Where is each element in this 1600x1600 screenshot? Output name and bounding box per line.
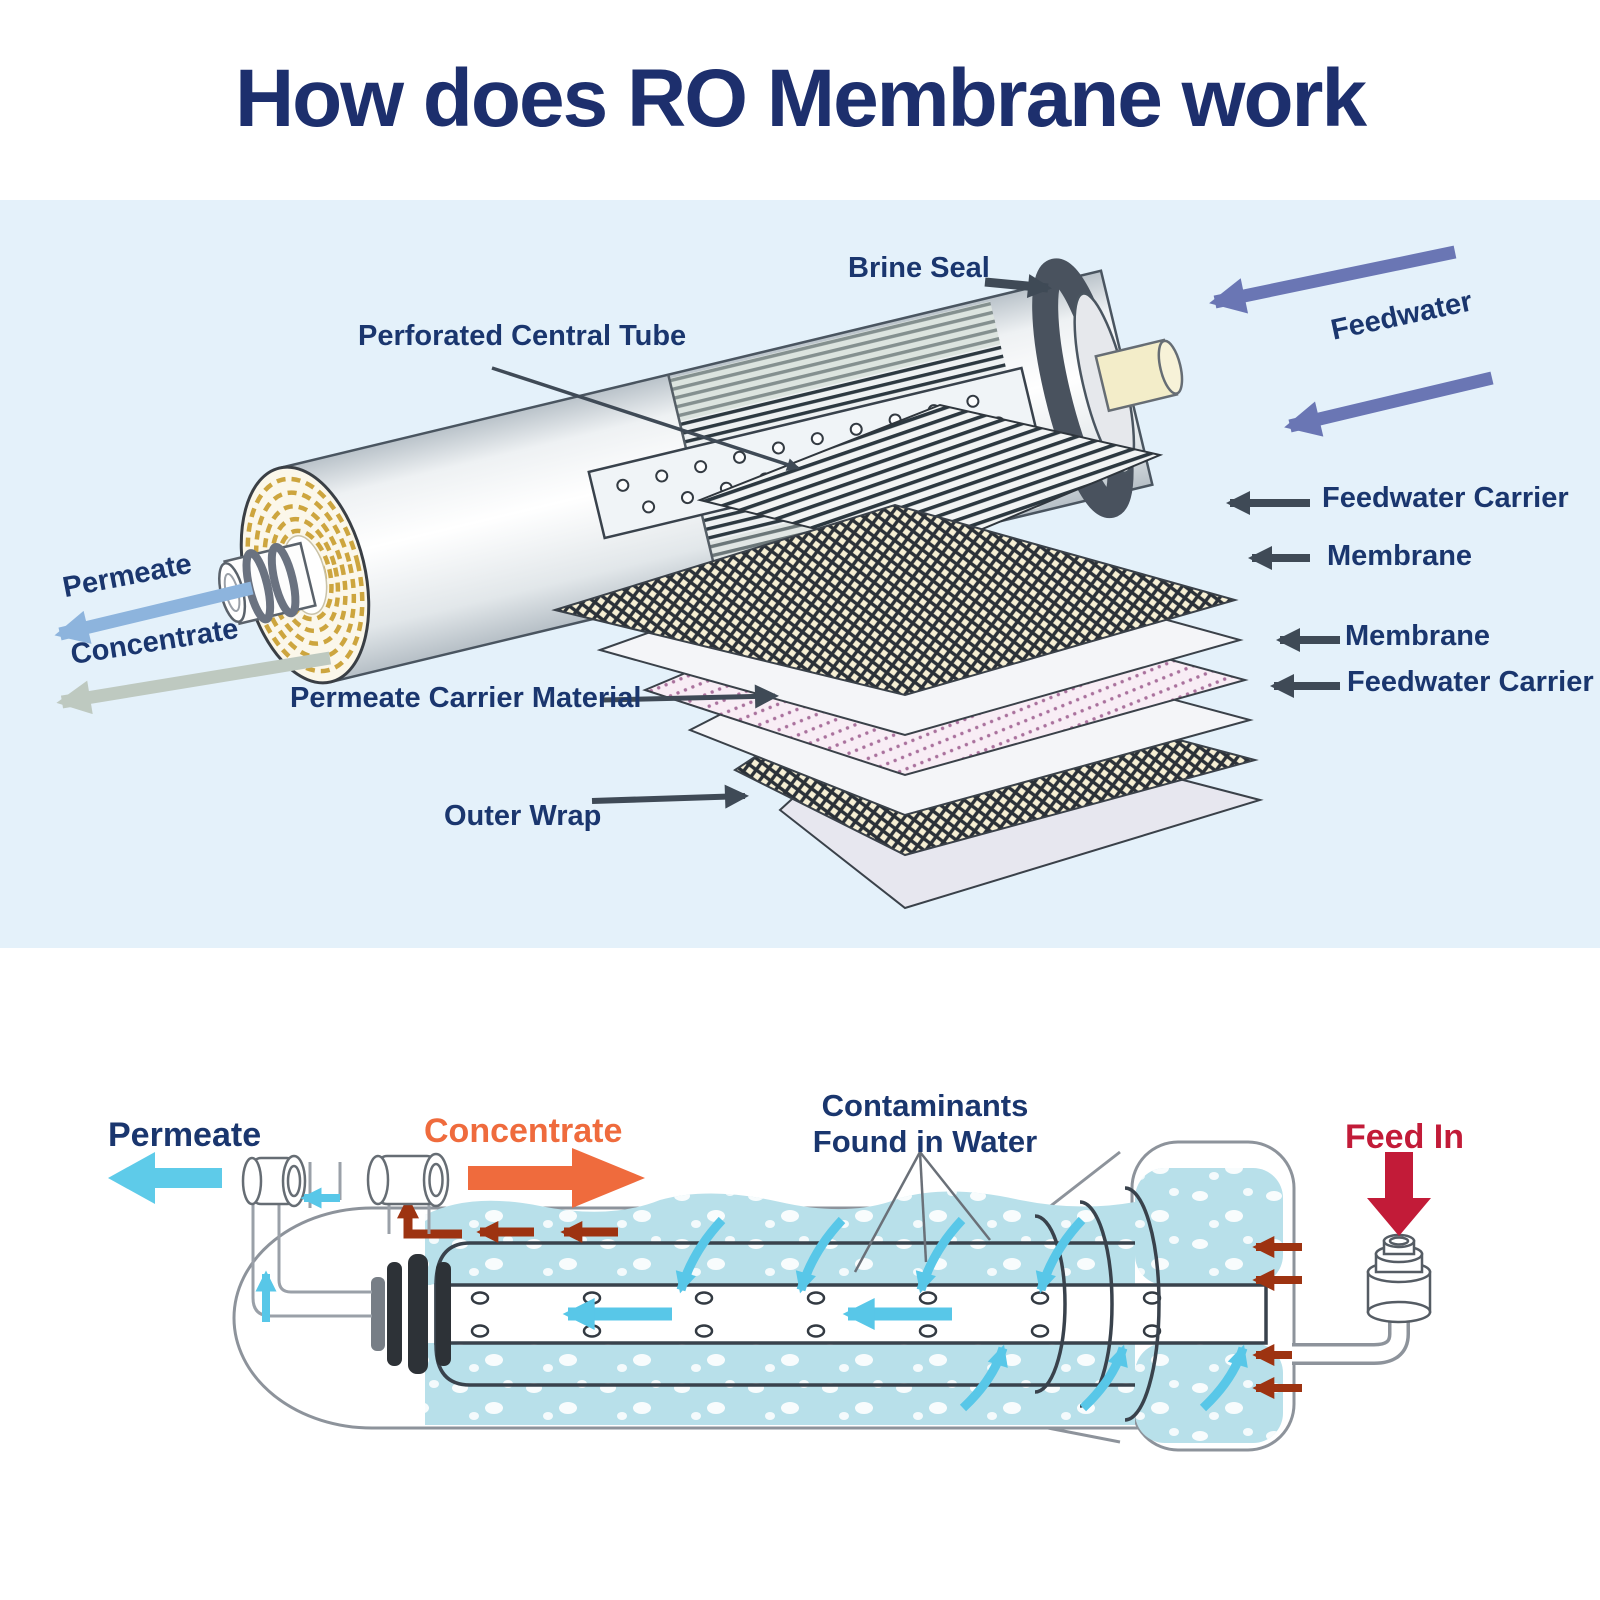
bottom-diagram-art bbox=[108, 1140, 1432, 1452]
feedwater-arrow-lower-icon bbox=[1284, 371, 1494, 437]
outer-wrap-pointer-icon bbox=[591, 784, 749, 809]
central-perforated-tube bbox=[434, 1283, 1268, 1345]
concentrate-arrow-icon bbox=[56, 651, 332, 715]
contaminants-label-line2: Found in Water bbox=[812, 1123, 1038, 1159]
tube-end-plug bbox=[371, 1254, 451, 1374]
port-pipework bbox=[251, 1162, 431, 1318]
pipe-flow-arrows bbox=[255, 1187, 340, 1322]
membrane-bottom-label: Membrane bbox=[1345, 620, 1491, 652]
perforated-central-tube-label: Perforated Central Tube bbox=[358, 320, 687, 352]
feedwater-carrier-top-label: Feedwater Carrier bbox=[1322, 482, 1569, 514]
perforated-tube-pointer-icon bbox=[491, 366, 801, 471]
feed-in-label: Feed In bbox=[1345, 1118, 1465, 1156]
contaminant-pointer-lines bbox=[853, 1151, 991, 1273]
feed-in-arrow-icon bbox=[1367, 1152, 1431, 1236]
layer-sheet-stack bbox=[551, 503, 1264, 910]
permeate-carrier-pointer-icon bbox=[601, 684, 779, 709]
top-diagram-art bbox=[54, 245, 1494, 910]
concentrate-port-fitting bbox=[366, 1152, 450, 1208]
concentrate-out-arrow-icon bbox=[468, 1148, 645, 1208]
feed-end-stub bbox=[1094, 338, 1184, 413]
permeate-out-arrow-icon bbox=[108, 1152, 222, 1204]
osmosis-flow-arrows bbox=[675, 1216, 1248, 1412]
permeate-arrow-icon bbox=[54, 581, 254, 644]
contaminants-label: Contaminants Found in Water bbox=[780, 1088, 1070, 1159]
permeate-out-label: Permeate bbox=[108, 1116, 262, 1154]
feedwater-carrier-bottom-label: Feedwater Carrier bbox=[1347, 666, 1594, 698]
brine-seal-label: Brine Seal bbox=[848, 252, 990, 284]
permeate-carrier-material-label: Permeate Carrier Material bbox=[290, 682, 642, 714]
feedwater-arrow-upper-icon bbox=[1209, 245, 1457, 314]
brine-elbow-arrow-icon bbox=[397, 1196, 462, 1239]
brine-flow-arrows bbox=[397, 1196, 1302, 1399]
brine-seal-arrow-icon bbox=[984, 274, 1052, 299]
outer-wrap-label: Outer Wrap bbox=[444, 800, 602, 832]
feed-port-fitting bbox=[1292, 1233, 1432, 1365]
permeate-port-fitting bbox=[241, 1154, 307, 1208]
concentrate-out-label: Concentrate bbox=[424, 1112, 623, 1150]
membrane-top-label: Membrane bbox=[1327, 540, 1473, 572]
page-title: How does RO Membrane work bbox=[234, 53, 1367, 144]
contaminants-label-line1: Contaminants bbox=[821, 1088, 1029, 1123]
feedwater-carrier-sheet-upper bbox=[551, 503, 1239, 697]
